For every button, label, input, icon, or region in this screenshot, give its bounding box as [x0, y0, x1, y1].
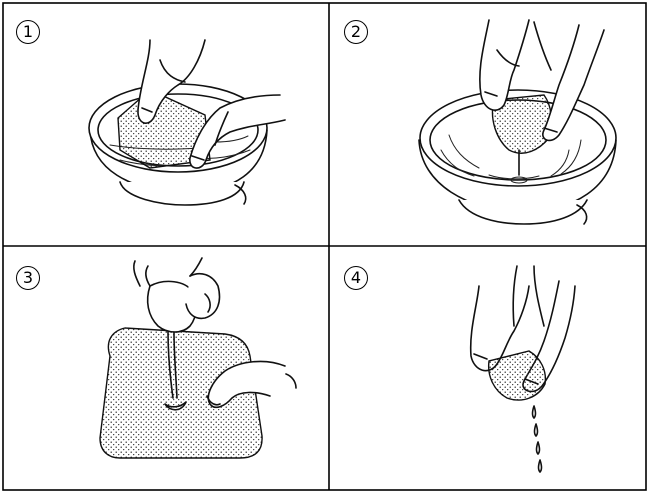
step-2-illustration: [329, 0, 649, 246]
step-4-illustration: [329, 246, 649, 493]
step-3-panel: 3: [0, 246, 329, 493]
step-3-illustration: [0, 246, 329, 493]
step-1-panel: 1: [0, 0, 329, 246]
step-1-illustration: [0, 0, 329, 246]
step-4-panel: 4: [329, 246, 649, 493]
step-2-panel: 2: [329, 0, 649, 246]
